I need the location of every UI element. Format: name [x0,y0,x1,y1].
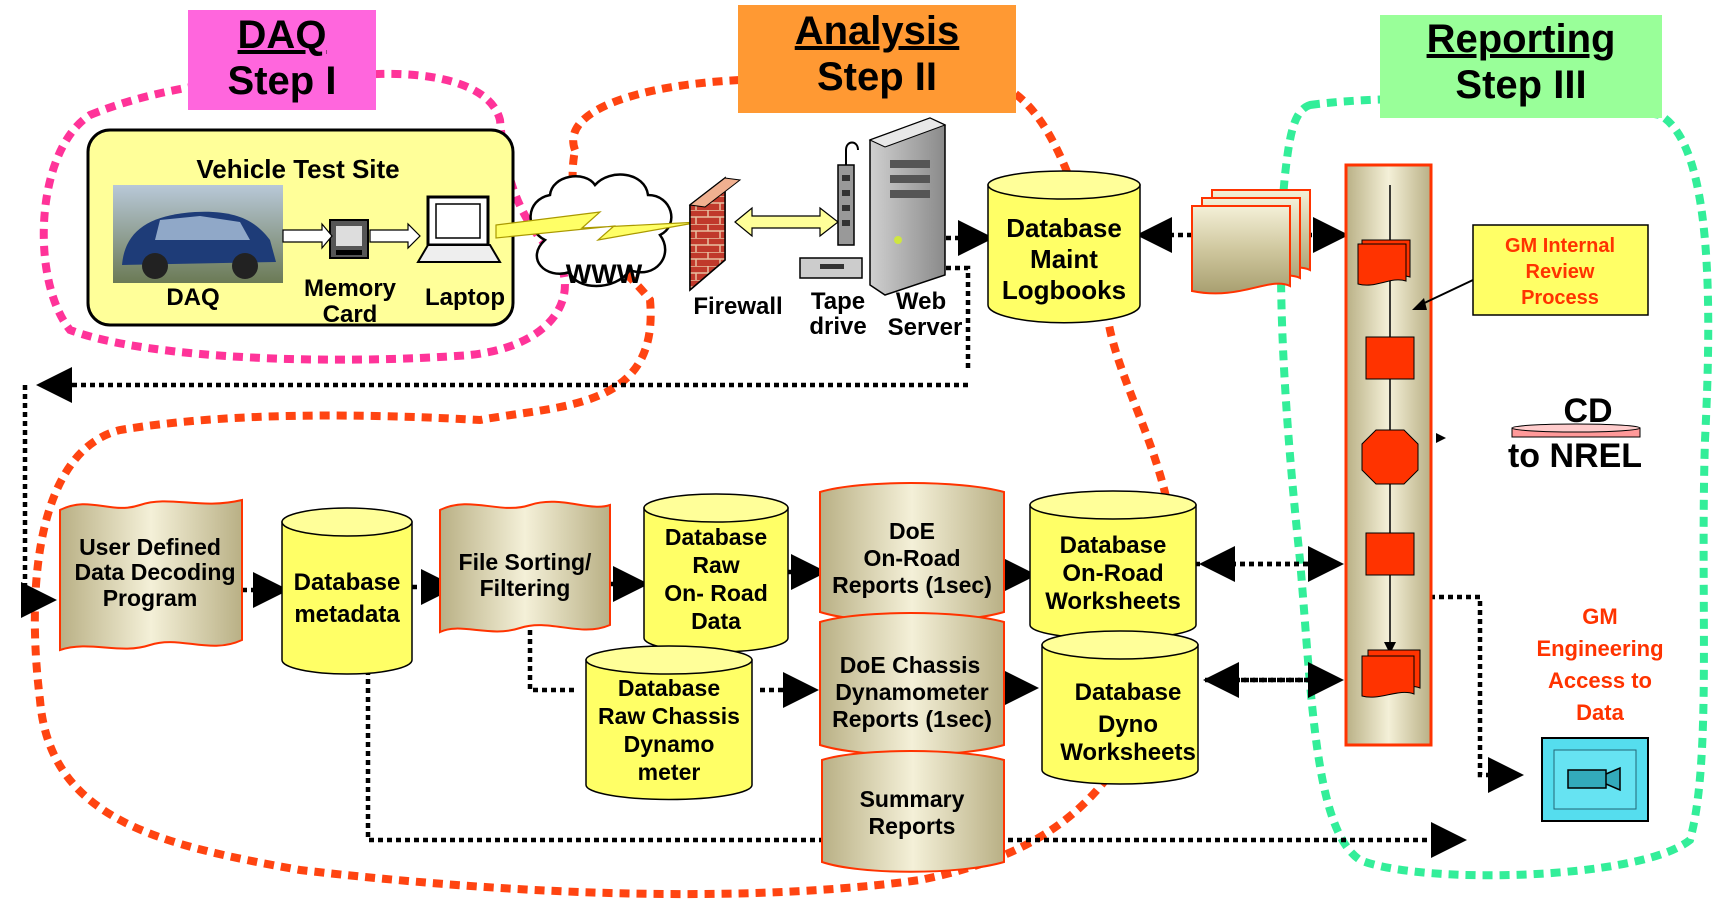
raw-onroad-label-2: Raw [692,552,739,578]
firewall-server-arrow [735,208,838,236]
summary-label-1: Summary [860,786,965,812]
tape-drive-label-1: Tape [811,288,865,315]
raw-chassis-label-2: Raw Chassis [598,703,740,729]
review-to-gm-eng-arrow [1430,597,1515,775]
dyno-ws-label-1: Database [1075,679,1182,706]
doe-onroad-label-1: DoE [889,518,935,544]
sorting-label-1: File Sorting/ [459,549,593,575]
raw-onroad-label-3: On- Road [664,580,768,606]
tape-drive-label-2: drive [809,313,866,340]
doe-onroad-label-3: Reports (1sec) [832,572,992,598]
car-image [113,185,283,283]
raw-chassis-label-1: Database [618,675,720,701]
to-nrel-label: to NREL [1508,437,1642,475]
analysis-step-title-text: Analysis [738,8,1016,54]
memory-card-icon [330,220,368,258]
maint-logbooks-label-3: Logbooks [1002,275,1126,305]
laptop-label: Laptop [425,284,505,311]
raw-chassis-label-3: Dynamo [624,731,715,757]
decoding-label-2: Data Decoding [74,559,235,585]
summary-label-2: Reports [869,813,956,839]
gm-review-label-2: Review [1526,261,1595,283]
decoding-label-1: User Defined [79,534,221,560]
raw-onroad-label-1: Database [665,524,767,550]
onroad-ws-label-1: Database [1060,532,1167,559]
dyno-ws-label-3: Worksheets [1060,739,1196,766]
vehicle-test-site-title: Vehicle Test Site [196,154,399,184]
sorting-label-2: Filtering [480,575,571,601]
cd-label: CD [1563,392,1612,430]
www-label: WWW [566,259,643,289]
firewall-label: Firewall [693,293,782,320]
web-server-icon [870,118,945,295]
firewall-icon [690,178,740,290]
memory-card-label-1: Memory [304,275,397,302]
gm-eng-label-2: Engineering [1536,636,1663,661]
reporting-step-subtitle: Step III [1380,62,1662,108]
daq-step-title: DAQ Step I [188,12,376,104]
decoding-label-3: Program [103,585,198,611]
report-stack-icon [1192,190,1310,293]
sorting-to-chassis-line [530,630,575,690]
maint-logbooks-label-1: Database [1006,213,1122,243]
gm-eng-label-3: Access to [1548,668,1652,693]
gm-eng-label-4: Data [1576,700,1624,725]
doe-chassis-label-2: Dynamometer [835,679,988,705]
gm-eng-label-1: GM [1582,604,1617,629]
gm-review-label-1: GM Internal [1505,235,1615,257]
reporting-step-title: Reporting Step III [1380,16,1662,108]
onroad-ws-label-3: Worksheets [1045,588,1181,615]
web-server-label-1: Web [896,288,946,315]
review-process-column [1346,165,1446,745]
daq-label: DAQ [166,284,219,311]
daq-step-title-text: DAQ [188,12,376,58]
metadata-label-1: Database [294,569,401,596]
doe-onroad-label-2: On-Road [863,545,960,571]
reporting-step-title-text: Reporting [1380,16,1662,62]
camera-icon [1542,738,1648,821]
memory-card-label-2: Card [323,301,378,328]
maint-logbooks-label-2: Maint [1030,244,1098,274]
gm-review-label-3: Process [1521,287,1599,309]
raw-onroad-label-4: Data [691,608,741,634]
web-server-label-2: Server [888,314,963,341]
raw-chassis-label-4: meter [638,759,701,785]
dyno-ws-label-2: Dyno [1098,711,1158,738]
tape-drive-icon [800,143,862,279]
metadata-label-2: metadata [294,601,400,628]
laptop-icon [418,197,500,262]
doe-chassis-label-1: DoE Chassis [840,652,981,678]
doe-chassis-label-3: Reports (1sec) [832,706,992,732]
onroad-ws-label-2: On-Road [1062,560,1163,587]
daq-step-subtitle: Step I [188,58,376,104]
analysis-step-title: Analysis Step II [738,8,1016,100]
analysis-step-subtitle: Step II [738,54,1016,100]
